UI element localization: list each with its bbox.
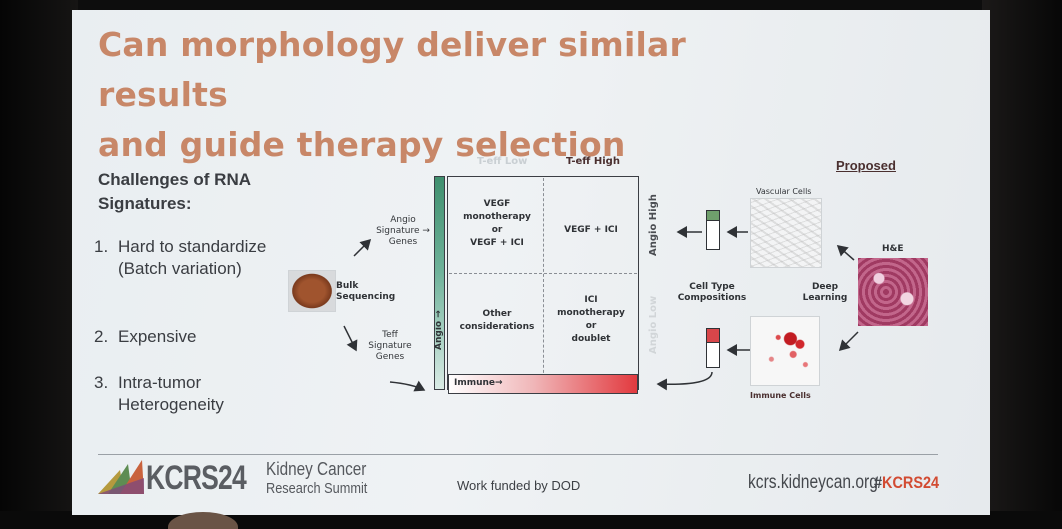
teff-low-label: T-eff Low bbox=[477, 156, 528, 167]
angio-signature-line-3: Genes bbox=[388, 237, 418, 247]
list-item-number: 2. bbox=[94, 327, 109, 346]
arrow-teff-to-immune bbox=[389, 380, 426, 392]
room-right-wall bbox=[982, 0, 1062, 529]
quadrant-top-right: VEGF + ICI bbox=[546, 225, 636, 236]
angio-signature-line-1: Angio bbox=[390, 215, 416, 225]
list-item-number: 3. bbox=[94, 373, 109, 392]
summit-name-line-1: Kidney Cancer bbox=[266, 459, 367, 479]
teff-high-label: T-eff High bbox=[566, 156, 620, 167]
bulk-label-line-2: Sequencing bbox=[336, 292, 396, 302]
angio-high-label: Angio High bbox=[648, 194, 659, 256]
challenges-heading-line-1: Challenges of RNA bbox=[98, 170, 252, 189]
summit-name-line-2: Research Summit bbox=[266, 480, 368, 497]
list-item-number: 1. bbox=[94, 237, 109, 256]
website-text: kcrs.kidneycan.org bbox=[748, 472, 878, 493]
room-floor bbox=[0, 511, 1062, 529]
quadrant-text: ICI bbox=[584, 295, 598, 305]
challenges-heading: Challenges of RNA Signatures: bbox=[98, 168, 298, 216]
kcrs-logo-icon bbox=[98, 460, 144, 494]
bulk-label-line-1: Bulk bbox=[336, 281, 359, 291]
quadrant-text: considerations bbox=[459, 322, 535, 332]
title-line-2: and guide therapy selection bbox=[98, 125, 626, 164]
angio-gradient-bar bbox=[434, 176, 445, 390]
audience-head bbox=[168, 512, 238, 529]
immune-cells-label: Immune Cells bbox=[750, 391, 811, 400]
vascular-cells-label: Vascular Cells bbox=[756, 187, 812, 196]
quadrant-top-left: VEGF monotherapy or VEGF + ICI bbox=[452, 198, 542, 250]
slide-title: Can morphology deliver similar results a… bbox=[98, 20, 818, 170]
quadrant-text: or bbox=[585, 321, 597, 331]
deep-learning-line-2: Learning bbox=[802, 293, 848, 303]
title-line-1: Can morphology deliver similar results bbox=[98, 25, 686, 114]
vascular-cells-image bbox=[750, 198, 822, 268]
he-slide-image bbox=[858, 258, 928, 326]
hashtag-text: #KCRS24 bbox=[874, 473, 939, 493]
list-item-text: Hard to standardize (Batch variation) bbox=[118, 237, 267, 278]
quadrant-text: doublet bbox=[571, 334, 611, 344]
teff-signature-line-1: Teff bbox=[382, 330, 398, 340]
quadrant-text: monotherapy bbox=[463, 212, 531, 222]
deep-learning-label: Deep Learning bbox=[800, 282, 850, 304]
immune-cells-image bbox=[750, 316, 820, 386]
arrow-bulk-to-angio bbox=[353, 238, 372, 257]
quadrant-bottom-left: Other considerations bbox=[452, 308, 542, 334]
arrow-he-to-vascular bbox=[836, 245, 855, 261]
hashtag-highlight: KCRS24 bbox=[882, 473, 940, 492]
quadrant-text: VEGF bbox=[483, 199, 511, 209]
quadrant-text: VEGF + ICI bbox=[564, 225, 618, 235]
cell-type-line-1: Cell Type bbox=[689, 282, 735, 292]
projected-slide: Can morphology deliver similar results a… bbox=[72, 10, 990, 515]
list-item-text: Expensive bbox=[118, 327, 197, 346]
immune-tube-fill bbox=[707, 329, 719, 343]
arrow-bulk-to-teff bbox=[343, 325, 358, 352]
angio-signature-label: Angio Signature → Genes bbox=[368, 215, 438, 248]
angio-axis-label: Angio → bbox=[434, 310, 444, 350]
list-item-text: Intra-tumor Heterogeneity bbox=[118, 373, 224, 414]
angio-low-label: Angio Low bbox=[648, 295, 659, 354]
proposed-label: Proposed bbox=[836, 158, 896, 173]
grid-vertical-divider bbox=[543, 178, 544, 388]
arrow-he-to-immune bbox=[838, 331, 859, 352]
kcrs-wordmark: KCRS24 bbox=[146, 459, 247, 497]
bulk-tissue-image bbox=[288, 270, 336, 312]
room-left-wall bbox=[0, 0, 78, 529]
funding-note: Work funded by DOD bbox=[457, 478, 581, 493]
quadrant-text: or bbox=[491, 225, 503, 235]
deep-learning-line-1: Deep bbox=[811, 282, 839, 292]
teff-signature-label: Teff Signature Genes bbox=[362, 330, 418, 363]
hashtag-prefix: # bbox=[874, 473, 883, 492]
angio-signature-line-2: Signature → bbox=[376, 226, 430, 236]
footer-divider bbox=[98, 454, 938, 455]
cell-type-line-2: Compositions bbox=[677, 293, 747, 303]
bulk-sequencing-label: Bulk Sequencing bbox=[336, 281, 395, 303]
diagram-arrows bbox=[343, 226, 859, 392]
arrow-tube-to-immune-axis bbox=[656, 371, 713, 391]
challenges-heading-line-2: Signatures: bbox=[98, 194, 192, 213]
angio-tube-fill bbox=[707, 211, 719, 221]
teff-signature-line-2: Signature bbox=[368, 341, 412, 351]
quadrant-bottom-right: ICI monotherapy or doublet bbox=[546, 294, 636, 346]
angio-composition-tube bbox=[706, 210, 720, 250]
grid-horizontal-divider bbox=[449, 273, 637, 274]
quadrant-text: Other bbox=[482, 309, 512, 319]
immune-gradient-bar bbox=[448, 374, 638, 394]
teff-signature-line-3: Genes bbox=[375, 352, 405, 362]
he-label: H&E bbox=[882, 244, 904, 254]
immune-axis-label: Immune→ bbox=[454, 378, 503, 388]
quadrant-text: VEGF + ICI bbox=[470, 238, 524, 248]
immune-composition-tube bbox=[706, 328, 720, 368]
quadrant-text: monotherapy bbox=[557, 308, 625, 318]
cell-type-label: Cell Type Compositions bbox=[670, 282, 754, 304]
